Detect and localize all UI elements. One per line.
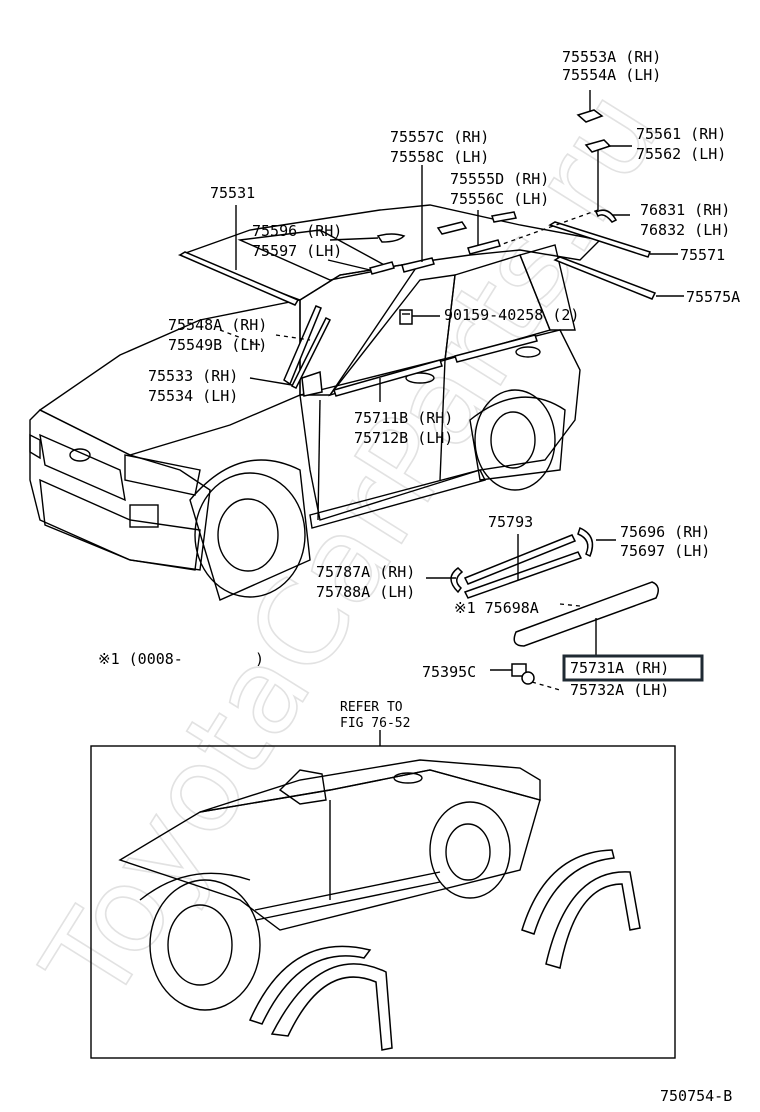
label-75556c: 75556C (LH) bbox=[450, 190, 549, 208]
label-75597: 75597 (LH) bbox=[252, 242, 342, 260]
rear-flare-a bbox=[521, 849, 615, 935]
end-cap-75696 bbox=[577, 526, 594, 558]
label-75596: 75596 (RH) bbox=[252, 222, 342, 240]
label-75793: 75793 bbox=[488, 513, 533, 531]
label-75548a: 75548A (RH) bbox=[168, 316, 267, 334]
highlight-box bbox=[562, 654, 704, 682]
belt-molding-75711b bbox=[333, 359, 443, 397]
rack-piece-75557c bbox=[401, 257, 435, 273]
refer-line-1: REFER TO bbox=[340, 700, 403, 715]
label-75696: 75696 (RH) bbox=[620, 523, 710, 541]
label-75555d: 75555D (RH) bbox=[450, 170, 549, 188]
end-cap-75787a bbox=[450, 567, 464, 594]
reference-vehicle bbox=[118, 759, 541, 1011]
label-76832: 76832 (LH) bbox=[640, 221, 730, 239]
watermark-text: ToyotaCarParts.ru bbox=[16, 67, 686, 1026]
rack-piece-75555d-b bbox=[491, 211, 517, 223]
leader-lines-top bbox=[219, 90, 684, 402]
clip-75395c bbox=[511, 663, 535, 685]
label-75533: 75533 (RH) bbox=[148, 367, 238, 385]
fender-flares bbox=[248, 849, 641, 1051]
spoiler-76831 bbox=[594, 209, 618, 223]
side-protector-75731a bbox=[513, 581, 659, 647]
label-75711b: 75711B (RH) bbox=[354, 409, 453, 427]
label-75788a: 75788A (LH) bbox=[316, 583, 415, 601]
label-75732a: 75732A (LH) bbox=[570, 681, 669, 699]
label-75557c: 75557C (RH) bbox=[390, 128, 489, 146]
label-75575a: 75575A bbox=[686, 288, 740, 306]
front-flare-a bbox=[248, 945, 372, 1025]
vehicle-illustration bbox=[29, 204, 602, 601]
label-75554a: 75554A (LH) bbox=[562, 66, 661, 84]
molding-75793-b bbox=[463, 551, 583, 599]
label-75534: 75534 (LH) bbox=[148, 387, 238, 405]
pillar-molding-75533 bbox=[290, 316, 332, 390]
footnote: ※1 (0008- ) bbox=[98, 650, 264, 668]
label-75731a: 75731A (RH) bbox=[570, 659, 669, 677]
front-flare-b bbox=[270, 963, 393, 1051]
label-75787a: 75787A (RH) bbox=[316, 563, 415, 581]
label-75558c: 75558C (LH) bbox=[390, 148, 489, 166]
leader-lines-side bbox=[426, 534, 616, 691]
label-75697: 75697 (LH) bbox=[620, 542, 710, 560]
label-76831: 76831 (RH) bbox=[640, 201, 730, 219]
rack-piece-75555d bbox=[467, 239, 501, 255]
label-75549b: 75549B (LH) bbox=[168, 336, 267, 354]
rear-flare-b bbox=[545, 871, 641, 969]
label-90159: 90159-40258 (2) bbox=[444, 306, 579, 324]
side-molding-parts bbox=[450, 526, 659, 685]
label-75553a: 75553A (RH) bbox=[562, 48, 661, 66]
rack-end-75553a bbox=[576, 109, 604, 123]
reference-frame bbox=[90, 745, 676, 1059]
rack-cover-75597 bbox=[369, 261, 395, 275]
roof-molding-75531 bbox=[178, 251, 300, 306]
label-75561: 75561 (RH) bbox=[636, 125, 726, 143]
refer-line-2: FIG 76-52 bbox=[340, 716, 410, 731]
label-75562: 75562 (LH) bbox=[636, 145, 726, 163]
figure-code: 750754-B bbox=[660, 1087, 732, 1105]
pillar-molding-75548a bbox=[283, 305, 322, 386]
label-75698a: ※1 75698A bbox=[454, 599, 539, 617]
molding-75793 bbox=[463, 534, 577, 585]
rack-cover-75596 bbox=[376, 233, 406, 243]
label-75571: 75571 bbox=[680, 246, 725, 264]
window-molding-75575a bbox=[553, 256, 657, 300]
label-75395c: 75395C bbox=[422, 663, 476, 681]
label-75712b: 75712B (LH) bbox=[354, 429, 453, 447]
belt-molding-75711b-rear bbox=[454, 334, 538, 363]
clip-90159 bbox=[399, 309, 413, 325]
rack-piece-75557c-b bbox=[436, 221, 468, 235]
window-molding-75571 bbox=[548, 221, 651, 258]
label-75531: 75531 bbox=[210, 184, 255, 202]
callout-labels: 75553A (RH) 75554A (LH) 75561 (RH) 75562… bbox=[98, 48, 740, 1105]
